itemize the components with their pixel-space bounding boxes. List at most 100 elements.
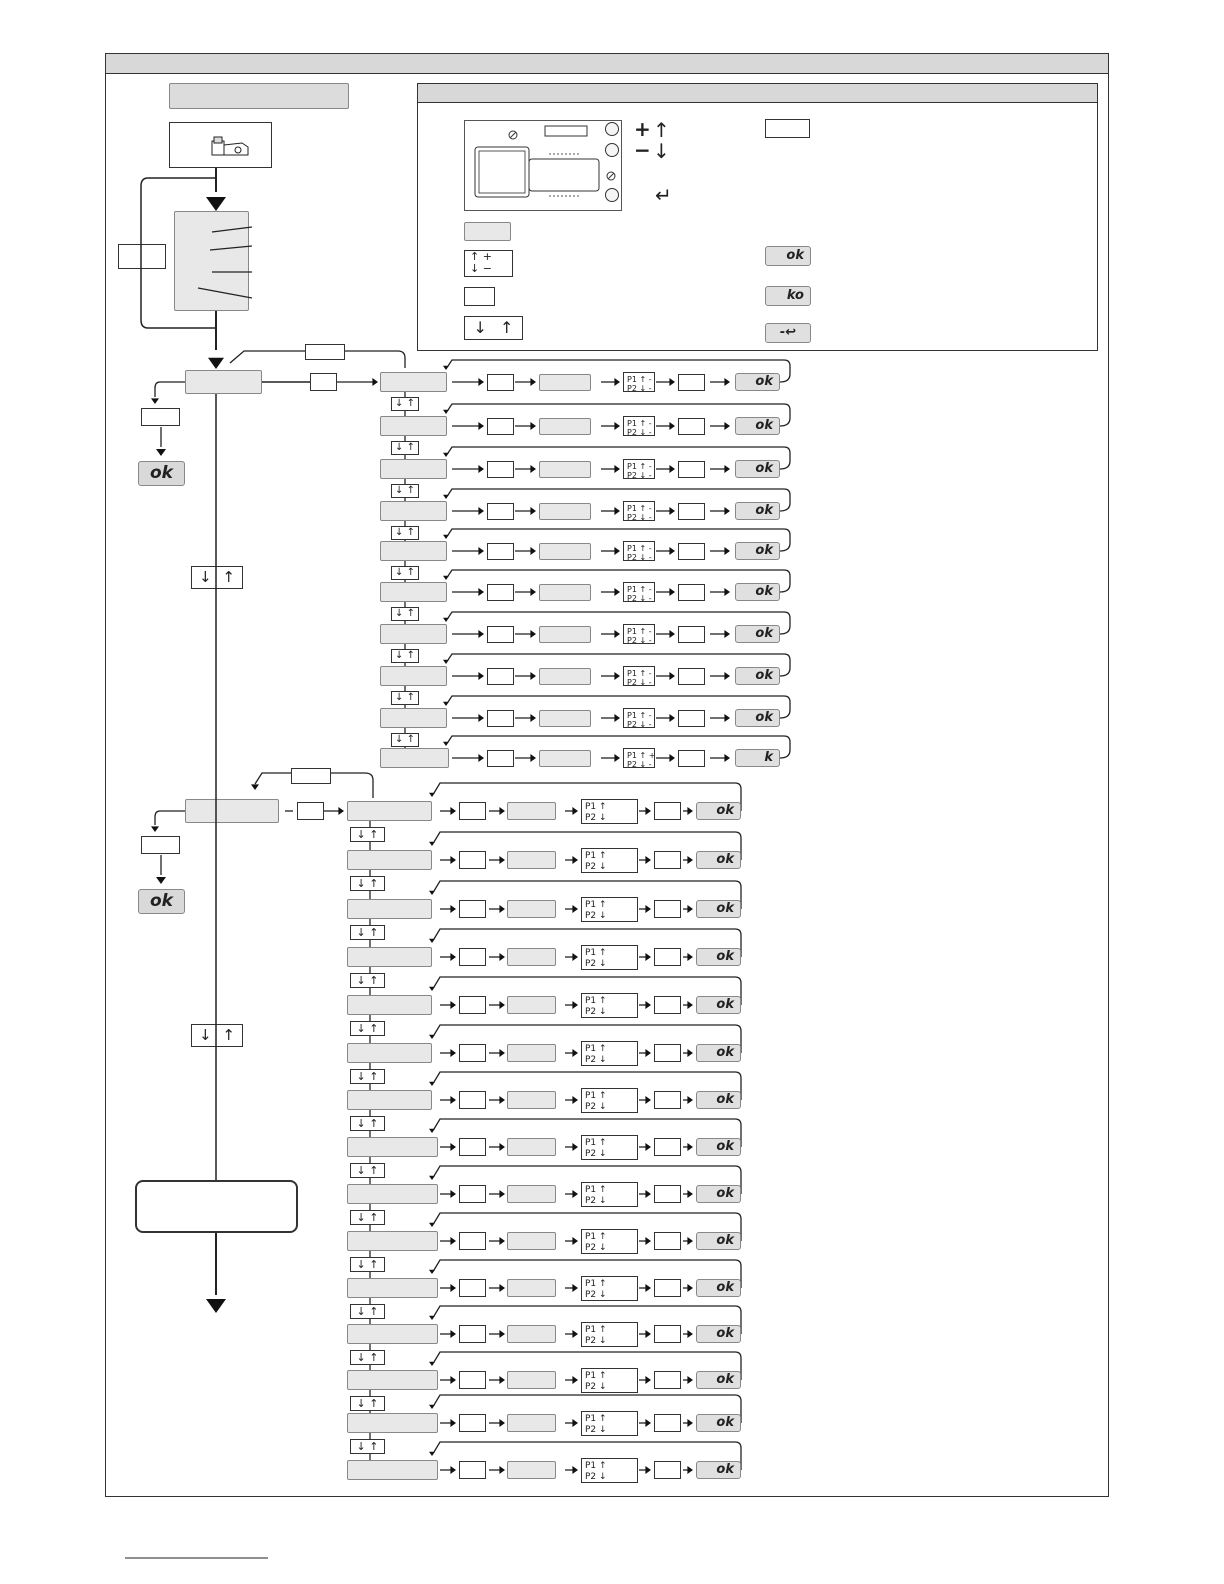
menu1-nav-1[interactable]: ↓ ↑ bbox=[391, 397, 419, 411]
menu2-nav-9[interactable]: ↓ ↑ bbox=[350, 1210, 385, 1225]
menu2-item-11[interactable] bbox=[347, 1278, 438, 1298]
menu2-item-3-result bbox=[654, 900, 681, 918]
menu2-item-2[interactable] bbox=[347, 850, 432, 870]
menu1-item-5-param-keys[interactable]: P1 ↑ - P2 ↓ - bbox=[623, 541, 655, 562]
menu1-item-5[interactable] bbox=[380, 541, 447, 561]
menu2-item-9[interactable] bbox=[347, 1184, 438, 1204]
menu1-item-6[interactable] bbox=[380, 582, 447, 602]
menu2-item-5-ok: ok bbox=[696, 996, 741, 1014]
menu2-item-14-display bbox=[507, 1414, 556, 1432]
menu-1-box[interactable] bbox=[185, 370, 262, 394]
menu2-nav-7[interactable]: ↓ ↑ bbox=[350, 1116, 385, 1131]
menu1-item-4[interactable] bbox=[380, 501, 447, 521]
menu2-item-3[interactable] bbox=[347, 899, 432, 919]
menu2-item-6[interactable] bbox=[347, 1043, 432, 1063]
menu1-item-9-param-keys[interactable]: P1 ↑ - P2 ↓ - bbox=[623, 708, 655, 729]
menu2-item-6-param-keys[interactable]: P1 ↑ P2 ↓ bbox=[581, 1041, 638, 1066]
menu2-nav-3[interactable]: ↓ ↑ bbox=[350, 925, 385, 940]
menu1-item-7-param-keys[interactable]: P1 ↑ - P2 ↓ - bbox=[623, 624, 655, 645]
menu-1-scroll-button[interactable]: ↓ ↑ bbox=[191, 566, 243, 589]
menu1-item-4-param-keys[interactable]: P1 ↑ - P2 ↓ - bbox=[623, 501, 655, 522]
menu2-item-14-param-keys[interactable]: P1 ↑ P2 ↓ bbox=[581, 1411, 638, 1436]
menu2-item-10-ok: ok bbox=[696, 1232, 741, 1250]
menu2-item-15[interactable] bbox=[347, 1460, 438, 1480]
menu1-item-10[interactable] bbox=[380, 748, 449, 768]
menu2-item-15-param-keys[interactable]: P1 ↑ P2 ↓ bbox=[581, 1458, 638, 1483]
menu2-item-3-param-keys[interactable]: P1 ↑ P2 ↓ bbox=[581, 897, 638, 922]
down-arrow-icon: ↓ bbox=[653, 139, 670, 163]
menu2-item-13-param-keys[interactable]: P1 ↑ P2 ↓ bbox=[581, 1368, 638, 1393]
menu2-item-9-param-keys[interactable]: P1 ↑ P2 ↓ bbox=[581, 1182, 638, 1207]
menu2-item-11-value bbox=[459, 1279, 486, 1297]
menu2-item-12[interactable] bbox=[347, 1324, 438, 1344]
menu2-item-10[interactable] bbox=[347, 1231, 438, 1251]
menu-2-scroll-button[interactable]: ↓ ↑ bbox=[191, 1024, 243, 1047]
menu1-nav-6[interactable]: ↓ ↑ bbox=[391, 607, 419, 621]
enter-button[interactable] bbox=[605, 188, 619, 202]
menu2-nav-13[interactable]: ↓ ↑ bbox=[350, 1396, 385, 1411]
menu2-nav-8[interactable]: ↓ ↑ bbox=[350, 1163, 385, 1178]
menu1-item-7-value bbox=[487, 626, 514, 643]
menu2-item-10-param-keys[interactable]: P1 ↑ P2 ↓ bbox=[581, 1229, 638, 1254]
menu1-nav-8[interactable]: ↓ ↑ bbox=[391, 691, 419, 705]
menu1-item-3-param-keys[interactable]: P1 ↑ - P2 ↓ - bbox=[623, 459, 655, 480]
menu2-item-4-value bbox=[459, 948, 486, 966]
menu1-item-2-param-keys[interactable]: P1 ↑ - P2 ↓ - bbox=[623, 416, 655, 437]
menu1-nav-7[interactable]: ↓ ↑ bbox=[391, 649, 419, 663]
menu2-item-1-value bbox=[459, 802, 486, 820]
menu2-nav-1[interactable]: ↓ ↑ bbox=[350, 827, 385, 842]
menu1-item-10-value bbox=[487, 750, 514, 767]
menu1-nav-3[interactable]: ↓ ↑ bbox=[391, 484, 419, 498]
menu1-item-8-param-keys[interactable]: P1 ↑ - P2 ↓ - bbox=[623, 666, 655, 687]
menu2-item-5-param-keys[interactable]: P1 ↑ P2 ↓ bbox=[581, 993, 638, 1018]
menu1-item-10-result bbox=[678, 750, 705, 767]
menu2-item-5[interactable] bbox=[347, 995, 432, 1015]
menu1-item-6-param-keys[interactable]: P1 ↑ - P2 ↓ - bbox=[623, 582, 655, 603]
menu2-nav-11[interactable]: ↓ ↑ bbox=[350, 1304, 385, 1319]
menu1-nav-2[interactable]: ↓ ↑ bbox=[391, 441, 419, 455]
menu2-item-12-param-keys[interactable]: P1 ↑ P2 ↓ bbox=[581, 1322, 638, 1347]
side-label-box bbox=[118, 244, 166, 269]
menu2-nav-12[interactable]: ↓ ↑ bbox=[350, 1350, 385, 1365]
menu2-item-7-param-keys[interactable]: P1 ↑ P2 ↓ bbox=[581, 1088, 638, 1113]
menu2-nav-4[interactable]: ↓ ↑ bbox=[350, 973, 385, 988]
menu1-item-9[interactable] bbox=[380, 708, 447, 728]
menu-2-box[interactable] bbox=[185, 799, 279, 823]
menu1-item-4-ok: ok bbox=[735, 502, 780, 520]
menu2-item-13[interactable] bbox=[347, 1370, 438, 1390]
menu2-item-7-display bbox=[507, 1091, 556, 1109]
minus-button[interactable] bbox=[605, 143, 619, 157]
menu2-nav-14[interactable]: ↓ ↑ bbox=[350, 1439, 385, 1454]
menu2-item-1[interactable] bbox=[347, 801, 432, 821]
menu2-item-1-param-keys[interactable]: P1 ↑ P2 ↓ bbox=[581, 799, 638, 824]
legend-escape-key: -↩ bbox=[765, 323, 811, 343]
menu2-nav-5[interactable]: ↓ ↑ bbox=[350, 1021, 385, 1036]
menu1-item-1[interactable] bbox=[380, 372, 447, 392]
menu2-nav-10[interactable]: ↓ ↑ bbox=[350, 1257, 385, 1272]
menu1-item-8[interactable] bbox=[380, 666, 447, 686]
menu1-item-10-param-keys[interactable]: P1 ↑ + P2 ↓ - bbox=[623, 748, 655, 769]
menu2-item-11-display bbox=[507, 1279, 556, 1297]
menu2-nav-2[interactable]: ↓ ↑ bbox=[350, 876, 385, 891]
menu1-item-1-param-keys[interactable]: P1 ↑ - P2 ↓ - bbox=[623, 372, 655, 393]
menu1-item-2[interactable] bbox=[380, 416, 447, 436]
menu2-item-7[interactable] bbox=[347, 1090, 432, 1110]
menu2-item-14[interactable] bbox=[347, 1413, 438, 1433]
menu1-item-2-display bbox=[539, 418, 591, 435]
menu2-item-4-param-keys[interactable]: P1 ↑ P2 ↓ bbox=[581, 945, 638, 970]
plus-button[interactable] bbox=[605, 122, 619, 136]
menu1-nav-5[interactable]: ↓ ↑ bbox=[391, 566, 419, 580]
menu1-item-8-value bbox=[487, 668, 514, 685]
menu1-nav-4[interactable]: ↓ ↑ bbox=[391, 526, 419, 540]
menu2-item-8-param-keys[interactable]: P1 ↑ P2 ↓ bbox=[581, 1135, 638, 1160]
menu2-item-11-param-keys[interactable]: P1 ↑ P2 ↓ bbox=[581, 1276, 638, 1301]
menu1-nav-9[interactable]: ↓ ↑ bbox=[391, 733, 419, 747]
display-panel bbox=[174, 211, 249, 311]
menu2-item-8[interactable] bbox=[347, 1137, 438, 1157]
menu2-item-12-result bbox=[654, 1325, 681, 1343]
menu1-item-3[interactable] bbox=[380, 459, 447, 479]
menu2-item-2-param-keys[interactable]: P1 ↑ P2 ↓ bbox=[581, 848, 638, 873]
menu1-item-7[interactable] bbox=[380, 624, 447, 644]
menu2-item-4[interactable] bbox=[347, 947, 432, 967]
menu2-nav-6[interactable]: ↓ ↑ bbox=[350, 1069, 385, 1084]
